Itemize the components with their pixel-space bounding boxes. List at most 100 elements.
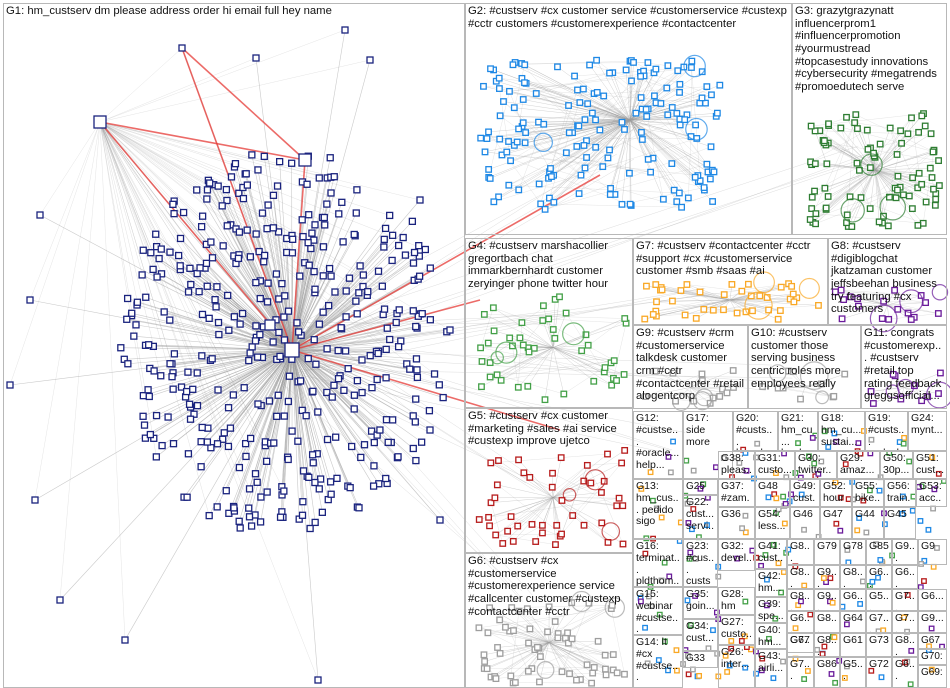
g2-node [664, 62, 672, 70]
cluster-edge [629, 60, 632, 121]
user-node [337, 324, 345, 332]
user-node [296, 272, 304, 280]
user-node [323, 200, 331, 208]
cross-edge [300, 365, 523, 602]
highlight-edge [181, 47, 293, 351]
user-node [269, 338, 277, 346]
cluster-edge [497, 642, 550, 648]
cluster-edge [729, 298, 791, 301]
edge [99, 121, 214, 185]
group-label: G45 [887, 508, 907, 520]
group-label: G8... [790, 566, 810, 589]
g2-node [668, 160, 676, 167]
user-node [323, 435, 332, 444]
g3-node [811, 127, 819, 135]
group-label: G5: #custserv #cx customer #marketing #s… [468, 410, 617, 448]
user-node [176, 262, 184, 270]
cluster-edge [655, 370, 691, 388]
cluster-edge [827, 122, 855, 197]
far-edge [291, 199, 421, 351]
g2-node [554, 63, 561, 71]
g2-node [515, 125, 523, 133]
user-node [260, 251, 269, 260]
group-box-g72: G72 [866, 657, 892, 688]
cluster-edge [499, 619, 530, 630]
group-box-g27: G27: custo... [718, 615, 755, 645]
cluster-edge [840, 127, 871, 209]
user-node [280, 487, 288, 495]
user-node [205, 511, 213, 520]
cluster-edge [629, 76, 641, 121]
group-box-g5: G5: #custserv #cx customer #marketing #s… [465, 408, 633, 553]
cluster-edge [828, 123, 876, 171]
cluster-edge [874, 169, 899, 177]
edge [99, 121, 357, 191]
g3-node [915, 128, 923, 136]
cluster-edge [545, 146, 712, 210]
cross-edge [302, 351, 521, 598]
cluster-edge [500, 115, 582, 176]
user-node [382, 474, 390, 483]
user-node [193, 186, 201, 194]
g2-node [708, 91, 715, 99]
edge [99, 121, 305, 263]
user-node [145, 341, 153, 349]
small-group-node [696, 672, 703, 679]
user-node [152, 453, 160, 461]
hub-edge [154, 349, 293, 372]
group-box-g36: G36 [718, 507, 755, 539]
user-node [185, 400, 194, 408]
highlight-edge [291, 174, 601, 351]
user-node [357, 453, 365, 462]
user-node [350, 230, 358, 239]
group-box-g19: G19: #custs... realsal... [865, 411, 908, 451]
group-label: G78 [843, 540, 863, 552]
group-box-g79: G79 [814, 539, 840, 565]
cross-edge [284, 151, 872, 368]
user-node [304, 238, 312, 247]
user-node [378, 282, 386, 290]
user-node [152, 230, 160, 238]
user-node [208, 355, 216, 363]
user-node [309, 387, 317, 395]
g2-node [565, 102, 572, 109]
g3-node [808, 205, 816, 212]
user-node [186, 415, 195, 423]
edge [99, 121, 213, 359]
far-edge [124, 349, 293, 641]
group-label: G67 [921, 635, 940, 646]
g2-node [600, 92, 608, 100]
group-box-g7x3: G7... [892, 589, 918, 611]
user-node [176, 234, 185, 243]
g2-node [703, 160, 711, 168]
g2-node [510, 104, 518, 112]
user-node [380, 305, 389, 313]
cluster-edge [841, 289, 922, 296]
far-edge [291, 59, 371, 351]
cluster-edge [535, 497, 554, 542]
group-label: G8: #custserv #digiblogchat jkatzaman cu… [831, 240, 937, 316]
user-node [133, 298, 142, 306]
group-label: G18: hm_cu... sustai... [821, 412, 862, 448]
cluster-edge [529, 477, 553, 488]
cluster-edge [870, 151, 934, 209]
g3-node [843, 211, 851, 219]
cluster-edge [580, 76, 641, 176]
g3-node [823, 160, 831, 168]
user-node [380, 235, 388, 244]
user-node [284, 397, 292, 406]
g2-node [480, 82, 487, 90]
user-node [314, 676, 322, 684]
cluster-edge [536, 93, 631, 121]
user-node [315, 320, 324, 328]
user-node [123, 294, 132, 303]
user-node [388, 231, 397, 239]
cluster-edge [641, 132, 709, 173]
cluster-edge [860, 155, 875, 198]
cluster-edge [487, 632, 550, 643]
group-box-g9: G9: #custserv #crm #customerservice talk… [633, 325, 748, 409]
group-box-g50: G50: 30p... [880, 451, 913, 479]
hub-edge [291, 228, 386, 351]
cluster-edge [548, 642, 592, 684]
cluster-edge [550, 89, 578, 169]
